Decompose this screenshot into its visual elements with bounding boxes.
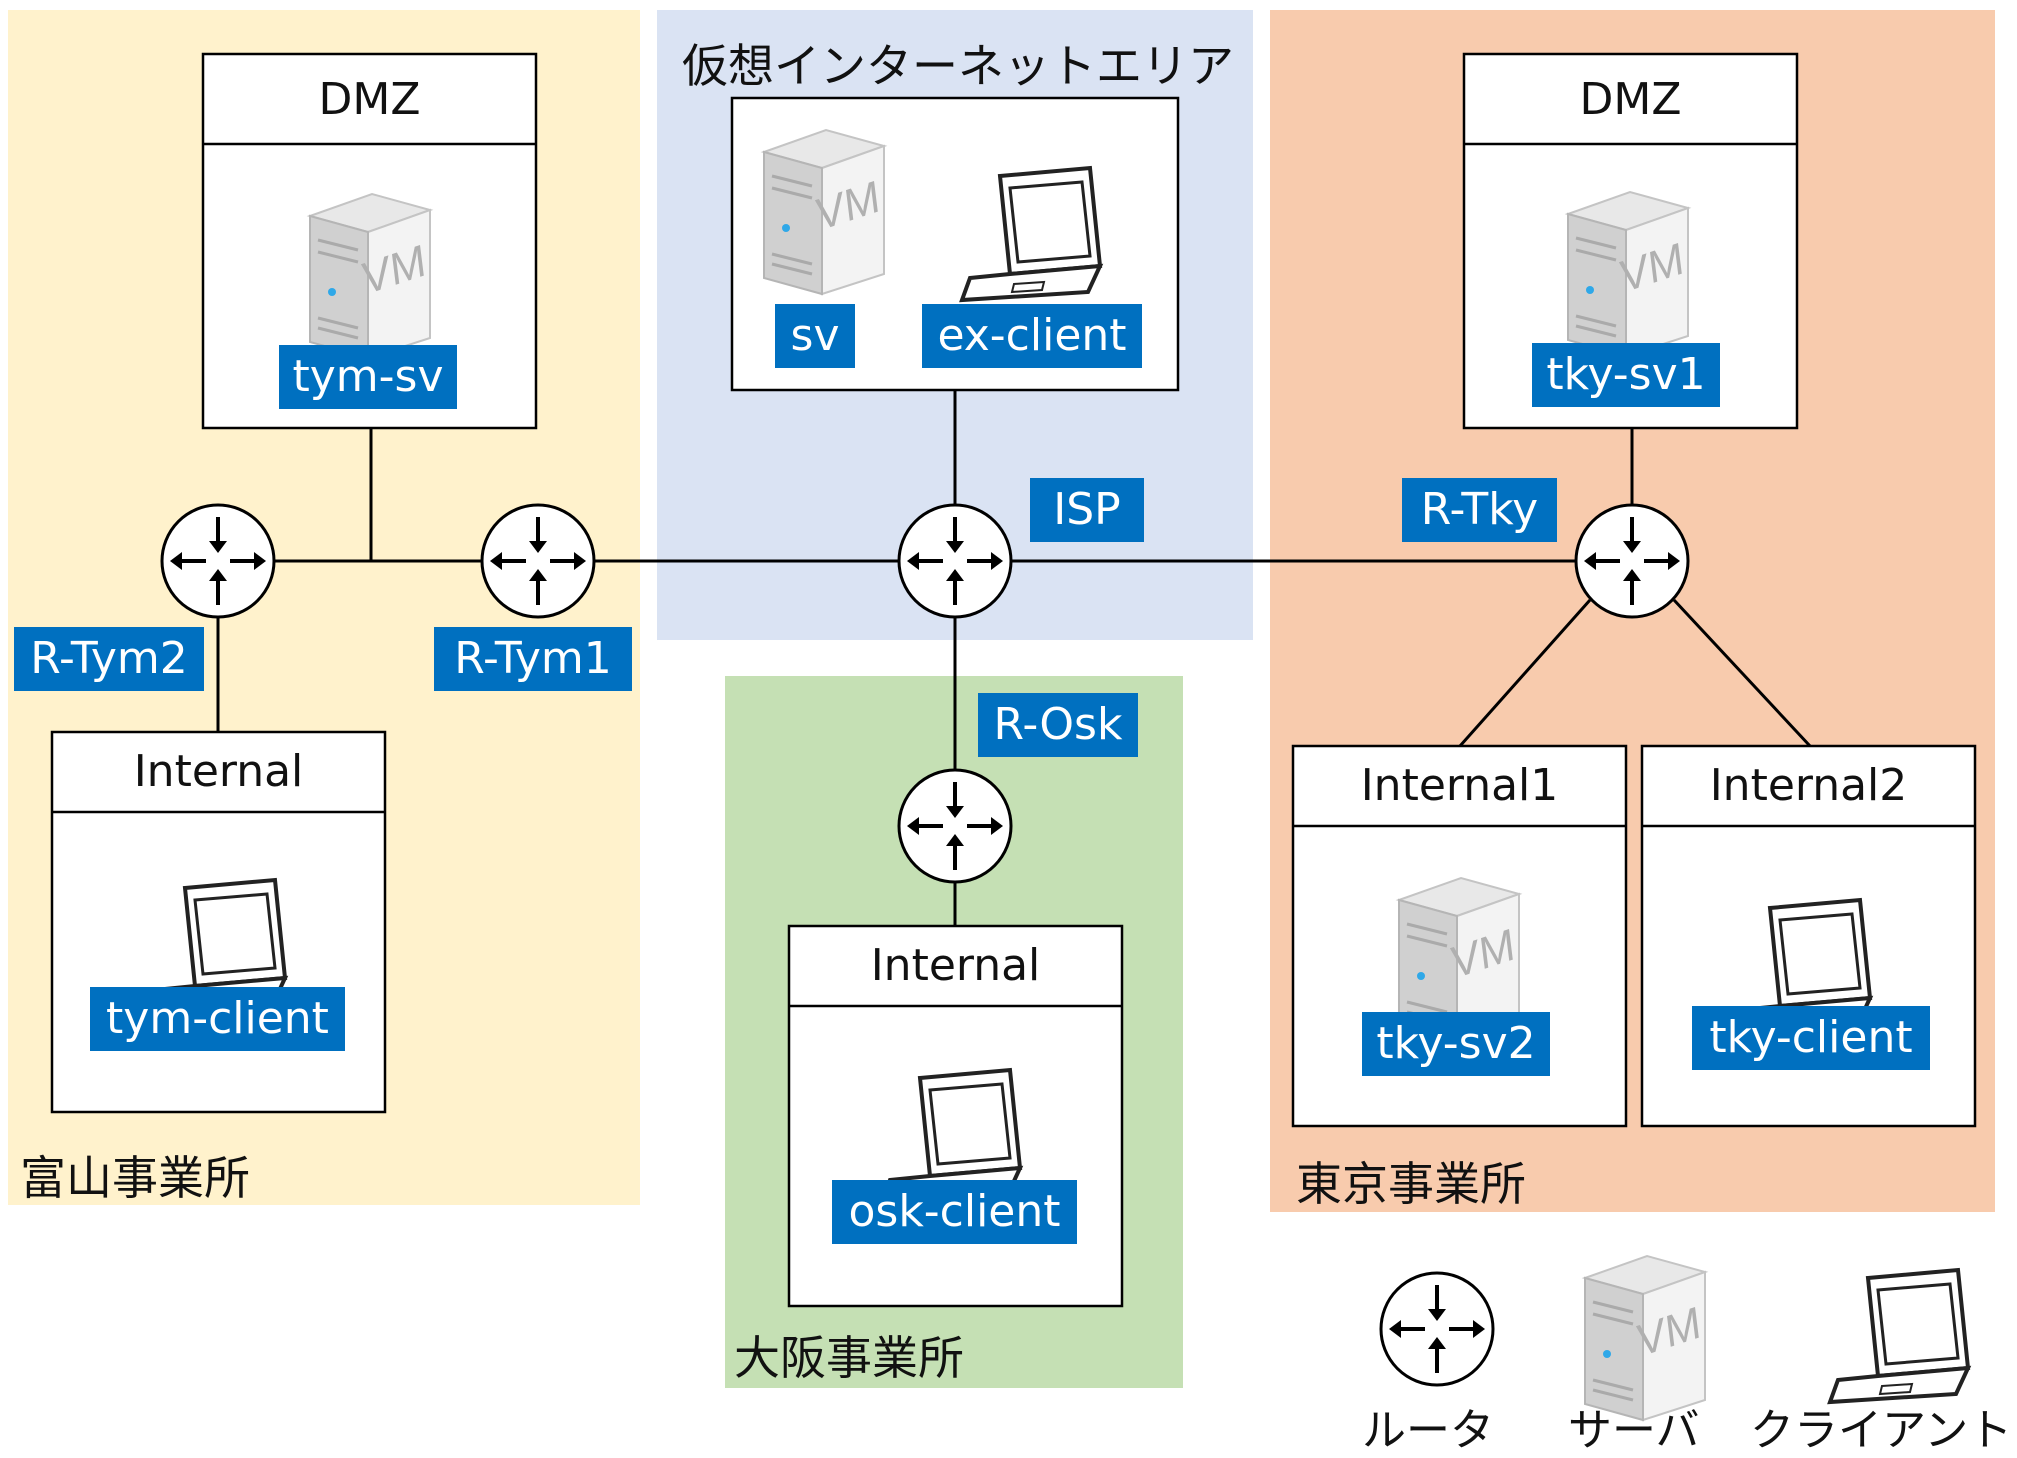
host-label-tky-client: tky-client [1692, 1006, 1930, 1070]
host-label-tym-sv: tym-sv [279, 345, 457, 409]
server-sv-icon: VM [762, 128, 887, 296]
zone-title-tky-internal2: Internal2 [1709, 760, 1908, 811]
server-tky-sv2-icon: VM [1397, 876, 1522, 1044]
legend-label-server: サーバ [1568, 1405, 1700, 1456]
router-label-r-tym2: R-Tym2 [14, 627, 204, 691]
host-label-tym-client: tym-client [90, 987, 345, 1051]
server-tky-sv1-icon: VM [1566, 190, 1691, 358]
legend-label-router: ルータ [1362, 1405, 1494, 1456]
legend-label-client: クライアント [1750, 1405, 2013, 1456]
router-r-osk-icon [897, 768, 1013, 884]
zone-title-tym-internal: Internal [133, 746, 304, 797]
router-r-tky-icon [1574, 503, 1690, 619]
zone-title-osk-internal: Internal [870, 940, 1041, 991]
zone-title-tky-internal1: Internal1 [1360, 760, 1559, 811]
server-tym-sv-icon: VM [308, 192, 433, 360]
area-title-osaka: 大阪事業所 [734, 1331, 964, 1385]
area-title-toyama: 富山事業所 [20, 1151, 250, 1205]
link-tky-internal1 [1458, 599, 1592, 747]
router-isp-icon [897, 503, 1013, 619]
router-r-tym2-icon [160, 503, 276, 619]
host-label-ex-client: ex-client [922, 304, 1142, 368]
router-label-r-osk: R-Osk [978, 693, 1138, 757]
legend-server-icon: VM [1583, 1254, 1708, 1422]
link-tky-internal2 [1672, 598, 1812, 748]
legend-client-icon [1828, 1268, 1970, 1404]
area-title-internet: 仮想インターネットエリア [682, 39, 1234, 93]
router-r-tym1-icon [480, 503, 596, 619]
area-title-tokyo: 東京事業所 [1296, 1157, 1526, 1211]
router-label-r-tym1: R-Tym1 [434, 627, 632, 691]
router-label-isp: ISP [1030, 478, 1144, 542]
zone-title-tym-dmz: DMZ [318, 74, 421, 125]
host-label-sv: sv [775, 304, 855, 368]
host-label-osk-client: osk-client [832, 1180, 1077, 1244]
router-label-r-tky: R-Tky [1402, 478, 1557, 542]
host-label-tky-sv2: tky-sv2 [1362, 1012, 1550, 1076]
host-label-tky-sv1: tky-sv1 [1532, 343, 1720, 407]
zone-title-tky-dmz: DMZ [1579, 74, 1682, 125]
legend-router-icon [1379, 1271, 1495, 1387]
